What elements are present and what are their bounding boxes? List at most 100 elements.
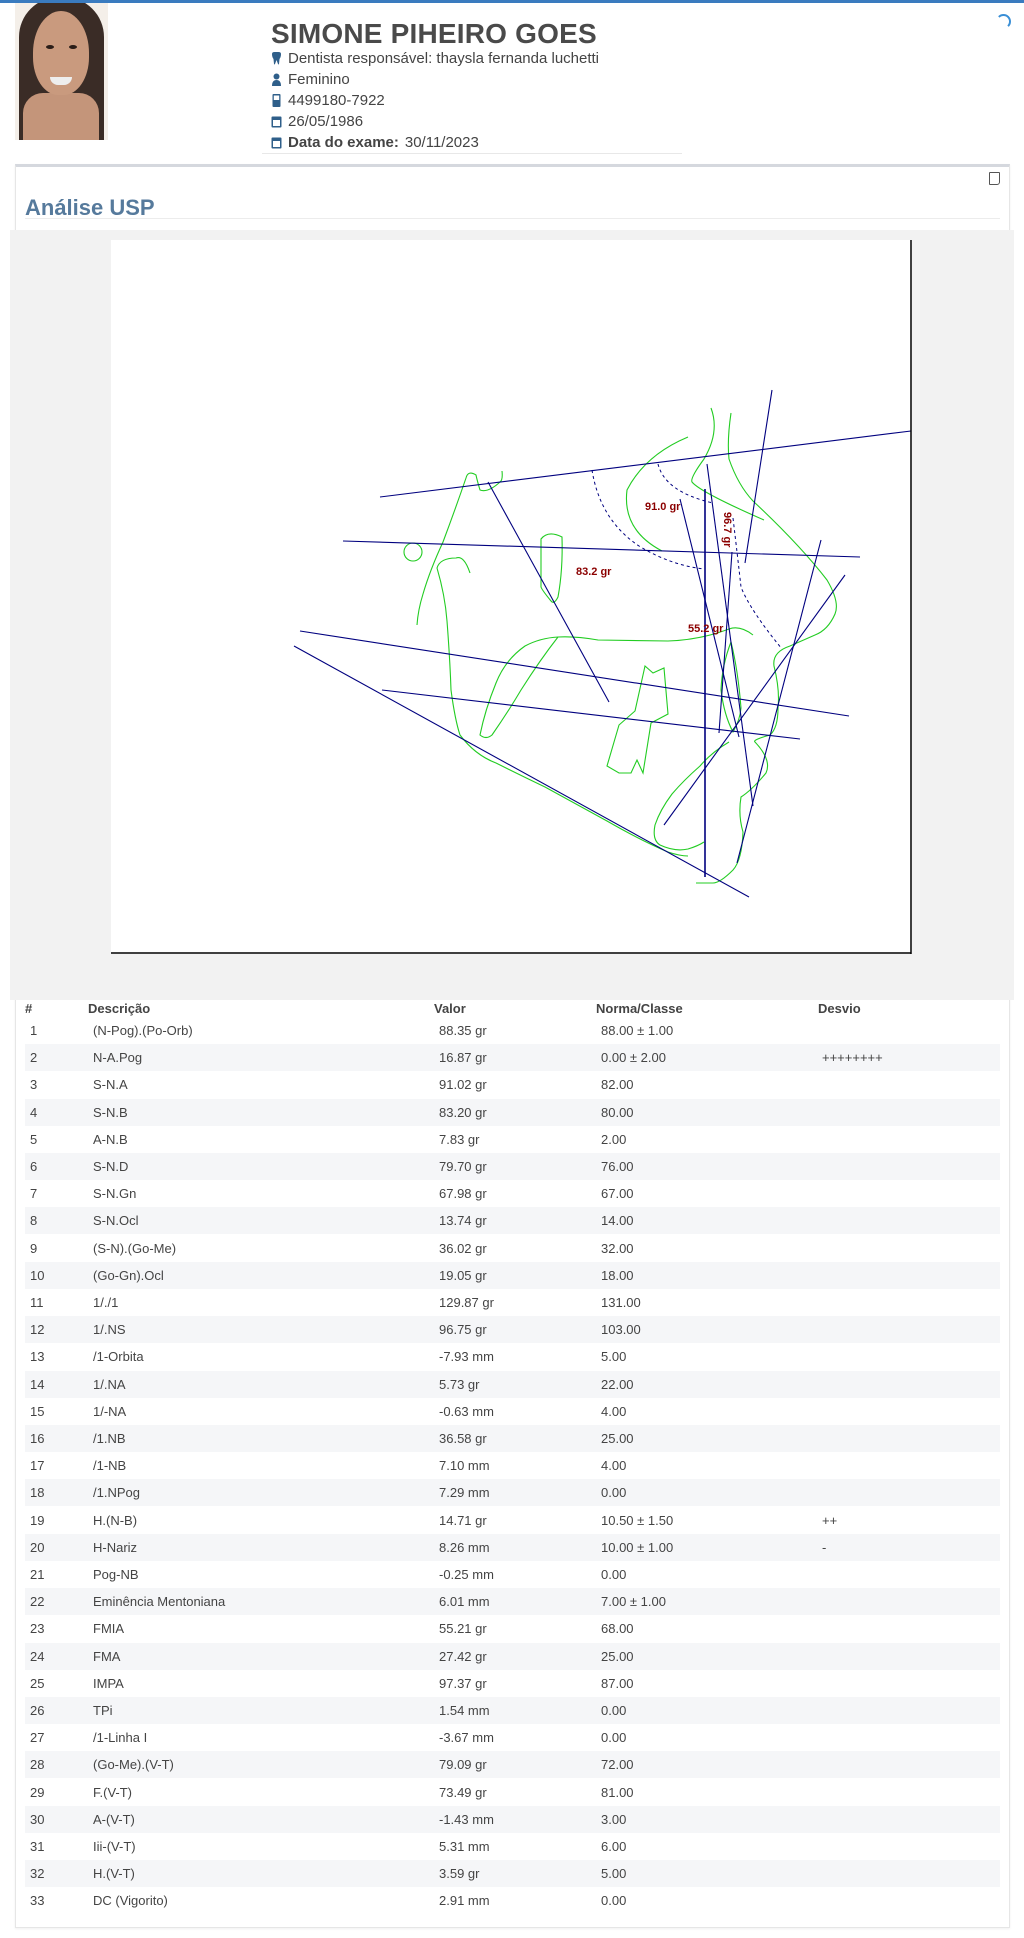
row-norm: 5.00 [601,1349,627,1365]
row-norm: 25.00 [601,1431,634,1446]
row-number: 17 [30,1458,45,1474]
calendar-icon [271,115,282,128]
row-value: 6.01 mm [439,1594,490,1610]
row-number: 28 [30,1757,45,1773]
frankfort-line [342,540,861,558]
molar-contour [606,664,669,775]
palatal-line [299,630,850,717]
row-description: TPi [93,1703,113,1718]
row-value: 13.74 gr [439,1213,487,1229]
na-line [679,498,740,738]
row-description: H-Nariz [93,1539,138,1555]
row-number: 30 [30,1811,45,1827]
row-value: 96.75 gr [439,1322,487,1338]
row-number: 19 [30,1512,45,1528]
maxilla-contour [479,627,754,739]
row-description: A-(V-T) [93,1811,135,1827]
forehead-contour [625,436,689,552]
row-description: /1-Orbita [93,1349,144,1365]
row-description: FMIA [93,1621,125,1637]
row-description: S-N.Ocl [93,1213,139,1229]
row-value: 2.91 mm [439,1893,490,1909]
row-value: 1.54 mm [439,1703,490,1718]
birthdate-info: 26/05/1986 [271,113,363,130]
row-value: -0.63 mm [439,1403,494,1419]
table-row: 5 A-N.B 7.83 gr 2.00 [25,1126,1000,1153]
col-number: # [25,1001,33,1016]
dentist-text: Dentista responsável: thaysla fernanda l… [288,50,600,67]
lower-incisor-line [718,551,733,734]
row-value: -1.43 mm [439,1811,494,1827]
sn-line [379,430,912,498]
row-norm: 76.00 [601,1159,634,1174]
lower-incisor-contour [720,641,742,734]
note-icon[interactable] [989,172,1000,185]
row-norm: 0.00 [601,1567,627,1582]
row-value: 83.20 gr [439,1104,487,1120]
row-number: 21 [30,1567,45,1582]
facial-line-a [744,389,773,564]
row-number: 7 [30,1186,38,1202]
row-number: 23 [30,1621,45,1637]
row-value: 7.29 mm [439,1485,490,1501]
row-norm: 14.00 [601,1213,634,1229]
mobile-phone-icon [271,94,282,107]
row-number: 15 [30,1403,45,1419]
angle-arc [591,469,705,570]
row-value: -3.67 mm [439,1730,494,1746]
row-description: S-N.B [93,1104,128,1120]
row-number: 5 [30,1131,38,1147]
section-divider [25,218,1000,219]
row-description: S-N.D [93,1159,129,1174]
angle-label: 83.2 gr [576,566,612,578]
row-value: 14.71 gr [439,1512,487,1528]
sex-info: Feminino [271,71,350,88]
loading-spinner-icon [996,14,1011,29]
row-value: 8.26 mm [439,1539,490,1555]
row-description: F.(V-T) [93,1784,132,1800]
col-deviation: Desvio [818,1001,861,1016]
row-description: N-A.Pog [93,1050,143,1066]
row-norm: 18.00 [601,1267,634,1283]
row-number: 20 [30,1539,45,1555]
row-description: 1/.NS [93,1322,126,1338]
row-norm: 103.00 [601,1322,641,1338]
patient-photo [15,3,108,140]
row-norm: 2.00 [601,1131,627,1147]
y-axis-line [487,481,610,703]
row-number: 25 [30,1675,45,1691]
row-number: 31 [30,1839,45,1854]
row-deviation: - [822,1539,827,1555]
row-norm: 0.00 ± 2.00 [601,1050,666,1066]
row-description: A-N.B [93,1131,128,1147]
user-icon [271,73,282,86]
row-value: 129.87 gr [439,1295,494,1310]
occlusal-line [381,689,801,740]
row-value: 27.42 gr [439,1648,487,1664]
calendar-icon [271,136,282,149]
angle-label: 91.0 gr [645,501,681,513]
row-value: 16.87 gr [439,1050,487,1066]
facial-line-b [706,463,754,807]
row-value: 7.83 gr [439,1131,480,1147]
row-norm: 68.00 [601,1621,634,1637]
row-description: 1/-NA [93,1403,127,1419]
row-norm: 25.00 [601,1648,634,1664]
top-accent-bar [0,0,1024,3]
nose-inner-contour [691,407,765,521]
row-number: 4 [30,1104,38,1120]
row-number: 32 [30,1866,45,1882]
